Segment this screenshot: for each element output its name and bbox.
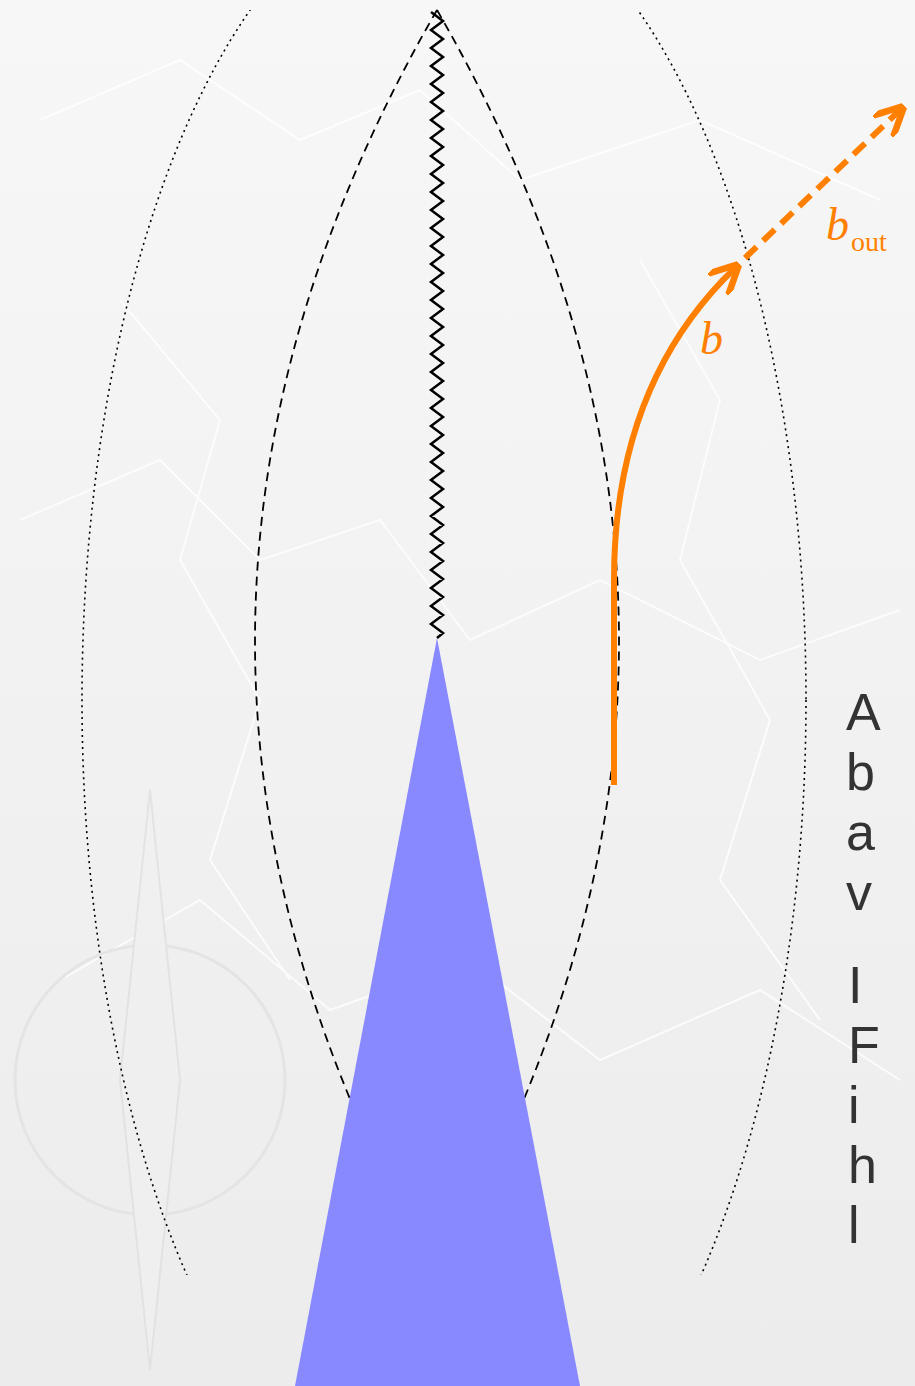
impact-parameter-out: b: [826, 198, 849, 251]
impact-parameter: b: [700, 312, 723, 365]
wedge-triangle: [295, 638, 580, 1386]
slide-text: a: [846, 802, 875, 862]
outer-lightcone-dotted: [82, 10, 806, 1275]
subscript: out: [851, 226, 887, 258]
slide-text: F: [848, 1015, 880, 1075]
slide-text: h: [848, 1135, 877, 1195]
slide-text: v: [846, 862, 872, 922]
slide-text: b: [846, 742, 875, 802]
outgoing-arrow: [745, 110, 900, 258]
orbit-arrow: [614, 268, 735, 785]
slide-text: l: [848, 1195, 860, 1255]
slide-text: I: [848, 955, 862, 1015]
slide-text: A: [846, 682, 881, 742]
slide-text: i: [848, 1075, 860, 1135]
zigzag-string: [431, 12, 443, 638]
